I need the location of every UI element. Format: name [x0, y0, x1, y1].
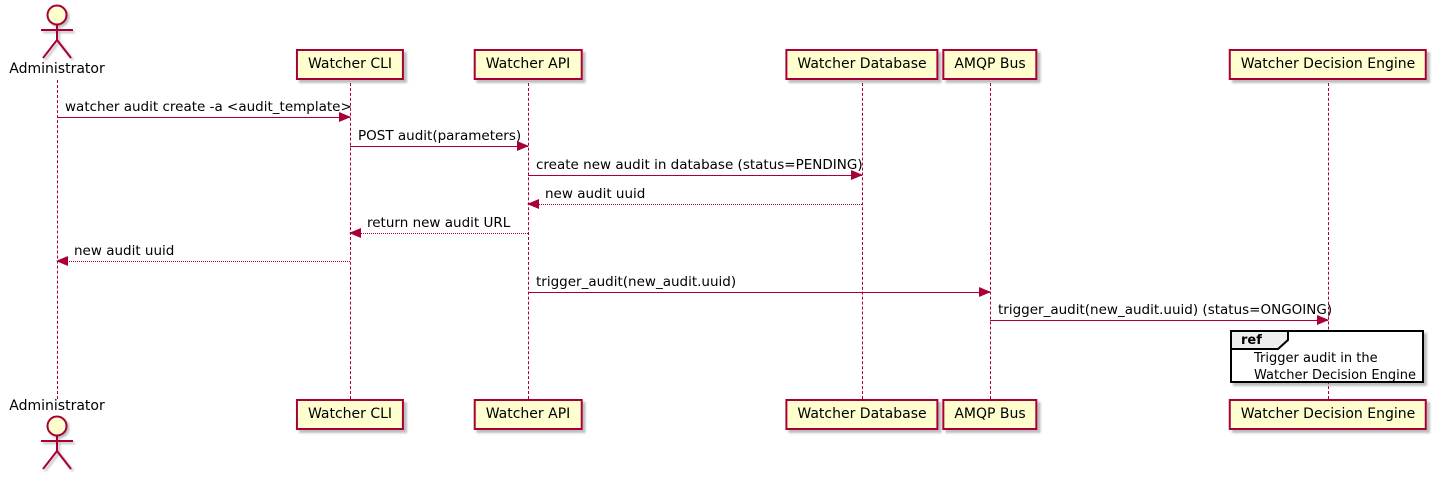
- message-label: POST audit(parameters): [358, 128, 522, 144]
- participant-watcher-database-bottom: Watcher Database: [785, 399, 939, 430]
- arrowhead-left-icon: [527, 199, 539, 209]
- participant-watcher-api-top: Watcher API: [473, 49, 583, 80]
- message-label: return new audit URL: [367, 215, 511, 231]
- arrow-line: [528, 287, 991, 297]
- participant-watcher-decision-engine-bottom: Watcher Decision Engine: [1228, 399, 1428, 430]
- lifeline-amqp-bus: [990, 83, 991, 399]
- participant-watcher-decision-engine-top: Watcher Decision Engine: [1228, 49, 1428, 80]
- arrow-line: [57, 112, 351, 122]
- participant-watcher-cli-top: Watcher CLI: [295, 49, 405, 80]
- message-return-new-audit-url: return new audit URL: [349, 215, 528, 238]
- participant-watcher-api-bottom: Watcher API: [473, 399, 583, 430]
- arrow-line: [56, 256, 350, 266]
- ref-keyword: ref: [1241, 333, 1262, 348]
- participant-amqp-bus-bottom: AMQP Bus: [942, 399, 1038, 430]
- message-trigger-audit: trigger_audit(new_audit.uuid): [528, 274, 991, 297]
- participant-watcher-database-top: Watcher Database: [785, 49, 939, 80]
- ref-body: Trigger audit in the Watcher Decision En…: [1232, 332, 1422, 384]
- message-label: trigger_audit(new_audit.uuid) (status=ON…: [998, 302, 1333, 318]
- lifeline-watcher-database: [862, 83, 863, 399]
- arrowhead-left-icon: [349, 228, 361, 238]
- message-watcher-audit-create: watcher audit create -a <audit_template>: [57, 99, 352, 122]
- arrow-line: [350, 141, 529, 151]
- arrowhead-left-icon: [56, 256, 68, 266]
- message-label: watcher audit create -a <audit_template>: [65, 99, 352, 115]
- ref-header-pentagon-icon: [1230, 330, 1289, 350]
- actor-name-top: Administrator: [9, 61, 105, 77]
- message-label: trigger_audit(new_audit.uuid): [536, 274, 737, 290]
- ref-fragment: ref Trigger audit in the Watcher Decisio…: [1230, 330, 1424, 383]
- ref-text-line2: Watcher Decision Engine: [1254, 367, 1416, 383]
- lifeline-watcher-api: [528, 83, 529, 399]
- arrowhead-right-icon: [339, 112, 351, 122]
- arrowhead-right-icon: [1317, 315, 1329, 325]
- message-create-new-audit: create new audit in database (status=PEN…: [528, 157, 863, 180]
- arrow-line: [990, 315, 1329, 325]
- arrowhead-right-icon: [979, 287, 991, 297]
- message-label: new audit uuid: [545, 186, 646, 202]
- message-new-audit-uuid-to-api: new audit uuid: [527, 186, 862, 209]
- message-trigger-audit-ongoing: trigger_audit(new_audit.uuid) (status=ON…: [990, 302, 1333, 325]
- arrowhead-right-icon: [851, 170, 863, 180]
- actor-name-bottom: Administrator: [9, 398, 105, 414]
- participant-watcher-cli-bottom: Watcher CLI: [295, 399, 405, 430]
- arrowhead-right-icon: [517, 141, 529, 151]
- message-post-audit: POST audit(parameters): [350, 128, 529, 151]
- arrow-line: [528, 170, 863, 180]
- lifeline-watcher-decision-engine: [1328, 83, 1329, 399]
- arrow-line: [527, 199, 862, 209]
- message-new-audit-uuid-to-admin: new audit uuid: [56, 243, 350, 266]
- participant-amqp-bus-top: AMQP Bus: [942, 49, 1038, 80]
- actor-icon: [41, 4, 73, 59]
- lifeline-watcher-cli: [350, 83, 351, 399]
- ref-text-line1: Trigger audit in the: [1254, 351, 1378, 366]
- arrow-line: [349, 228, 528, 238]
- message-label: new audit uuid: [74, 243, 175, 259]
- message-label: create new audit in database (status=PEN…: [536, 157, 863, 173]
- lifeline-administrator: [57, 80, 58, 399]
- actor-icon: [41, 415, 73, 470]
